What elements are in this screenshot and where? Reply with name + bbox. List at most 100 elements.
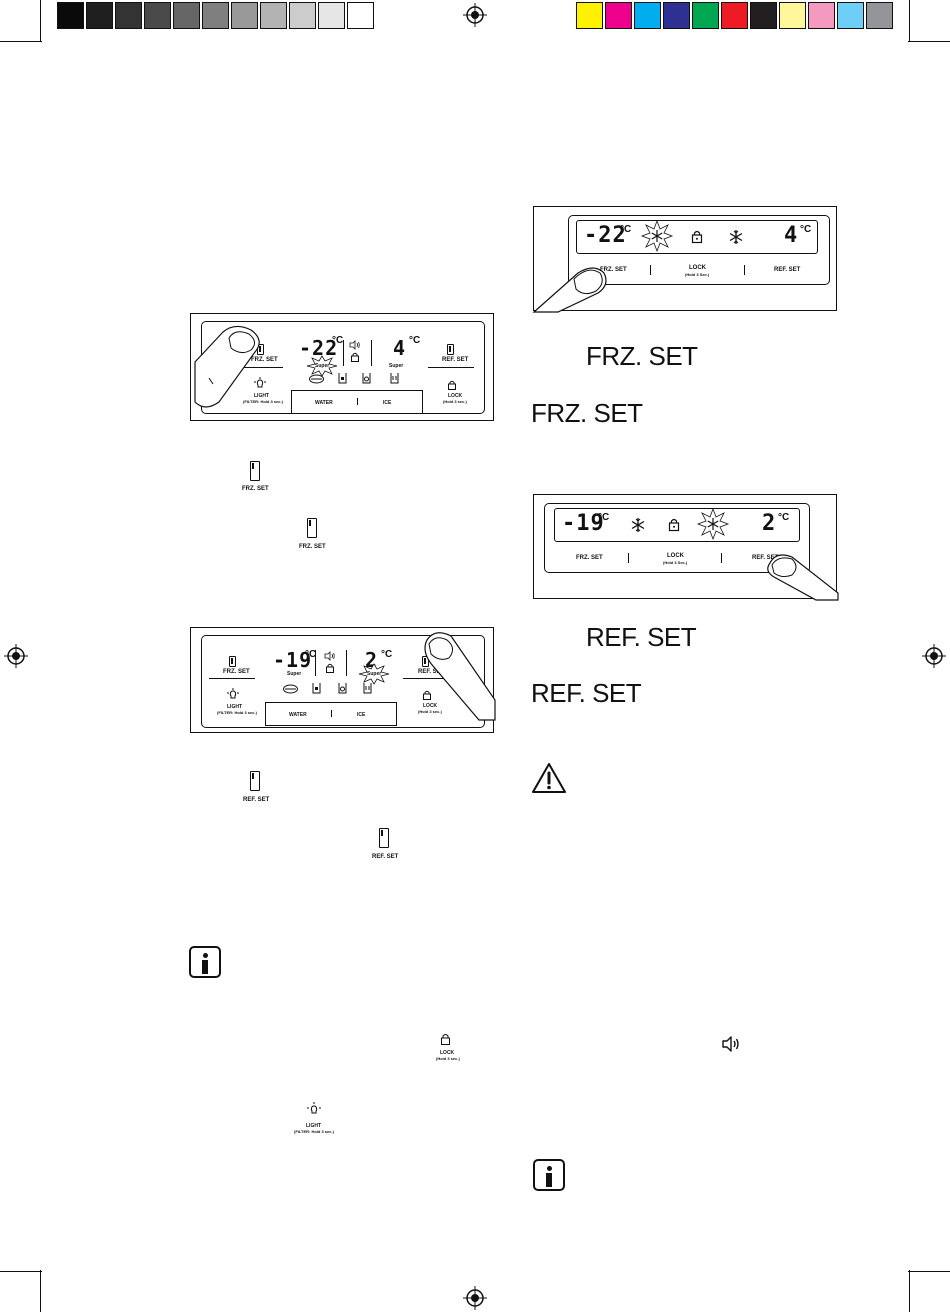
color-swatch	[866, 2, 893, 29]
color-swatch	[605, 2, 632, 29]
light-inline-label: LIGHT	[306, 1123, 321, 1129]
freezer-temp-display: -22	[584, 223, 627, 248]
crushed-ice-icon	[362, 373, 371, 384]
divider	[357, 398, 358, 405]
color-swatch	[115, 2, 142, 29]
freezer-unit: °C	[332, 335, 344, 346]
color-swatch	[318, 2, 345, 29]
super-label-left: Super	[287, 671, 302, 677]
water-label: WATER	[289, 712, 307, 718]
super-label-left: Super	[315, 363, 330, 369]
speaker-icon	[324, 651, 335, 661]
lock-icon	[691, 230, 703, 244]
lock-label: LOCK	[667, 553, 684, 559]
lock-icon	[668, 518, 680, 532]
ice-label: ICE	[383, 400, 392, 406]
dispenser-box	[265, 702, 397, 726]
panel-frame	[568, 215, 830, 285]
cubed-ice-icon	[338, 373, 347, 384]
crop-mark	[0, 41, 42, 42]
lock-label: LOCK	[423, 703, 438, 709]
divider	[331, 710, 332, 717]
crop-mark	[908, 1271, 950, 1272]
ref-set-label: REF. SET	[442, 357, 469, 363]
light-icon	[227, 688, 239, 699]
color-swatch	[347, 2, 374, 29]
snowflake-burst-icon	[696, 507, 730, 541]
ref-set-inline-label: REF. SET	[243, 797, 270, 803]
lock-sub-label: (Hold 3 sec.)	[443, 399, 467, 404]
color-swatch	[576, 2, 603, 29]
lock-label: LOCK	[448, 393, 463, 399]
speaker-icon	[349, 340, 360, 350]
lock-sub-label: (Hold 3 Sec.)	[685, 272, 710, 277]
lock-sub-label: (Hold 3 Sec.)	[663, 560, 688, 565]
light-label: LIGHT	[254, 393, 269, 399]
super-label-right: Super	[367, 671, 382, 677]
display-window	[576, 220, 818, 254]
snowflake-icon	[729, 230, 743, 244]
frz-set-heading: FRZ. SET	[586, 341, 698, 371]
color-swatch	[721, 2, 748, 29]
lock-icon	[423, 690, 431, 700]
color-swatch	[779, 2, 806, 29]
display-window	[554, 508, 800, 542]
registration-mark-icon	[922, 644, 946, 668]
light-sub-label: (FILTER: Hold 3 sec.)	[243, 399, 283, 404]
freezer-temp-display: -19	[273, 648, 313, 672]
ref-set-button-icon	[379, 828, 389, 848]
lock-inline-label: LOCK	[440, 1050, 455, 1056]
ref-set-button-icon	[447, 344, 454, 355]
control-panel-illustration: -19 °C 2 °C FRZ. SET LOCK (Hold 3 Sec.) …	[533, 494, 839, 601]
fridge-temp-display: 4	[784, 223, 799, 248]
ref-set-label: REF. SET	[774, 267, 801, 273]
freezer-temp-display: -19	[562, 511, 605, 536]
light-inline-sub: (FILTER: Hold 3 sec.)	[294, 1129, 334, 1134]
panel-frame	[201, 635, 485, 728]
cubed-ice-icon	[312, 683, 321, 694]
frz-set-button-icon	[250, 461, 260, 481]
water-label: WATER	[315, 400, 333, 406]
divider	[744, 265, 745, 275]
fridge-temp-display: 4	[393, 336, 407, 360]
color-swatch	[289, 2, 316, 29]
freezer-unit: °C	[598, 512, 610, 523]
frz-set-button-icon	[307, 518, 317, 538]
fridge-temp-display: 2	[762, 511, 777, 536]
color-swatch	[86, 2, 113, 29]
finger-illustration	[767, 554, 839, 601]
crop-mark	[909, 1270, 910, 1312]
divider	[315, 650, 316, 676]
color-swatch	[231, 2, 258, 29]
light-sub-label: (FILTER: Hold 3 sec.)	[217, 710, 257, 715]
color-swatch	[808, 2, 835, 29]
ice-maker-icon	[309, 374, 324, 384]
ice-label: ICE	[357, 712, 366, 718]
crop-mark	[908, 41, 950, 42]
color-swatch	[634, 2, 661, 29]
divider	[428, 367, 474, 368]
speaker-icon	[722, 1036, 739, 1052]
divider	[237, 367, 283, 368]
crop-mark	[40, 1270, 41, 1312]
ref-set-label: REF. SET	[418, 669, 445, 675]
finger-illustration	[532, 267, 607, 313]
finger-illustration	[424, 632, 496, 721]
frz-set-button-icon	[229, 656, 236, 667]
control-panel-illustration: -22 °C 4 °C FRZ. SET LOCK (Hold 3 Sec.) …	[532, 206, 837, 313]
color-swatch	[144, 2, 171, 29]
fridge-unit: °C	[409, 335, 421, 346]
registration-mark-icon	[4, 644, 28, 668]
divider	[628, 553, 629, 563]
freezer-unit: °C	[620, 224, 632, 235]
frz-set-inline-label: FRZ. SET	[242, 486, 269, 492]
ref-set-button-icon	[250, 771, 260, 791]
color-swatch	[750, 2, 777, 29]
fridge-unit: °C	[381, 649, 393, 660]
super-label-right: Super	[389, 363, 404, 369]
freezer-unit: °C	[305, 649, 317, 660]
lock-icon	[351, 352, 359, 362]
color-swatch	[57, 2, 84, 29]
divider	[343, 340, 344, 366]
control-panel-illustration: FRZ. SET LIGHT (FILTER: Hold 3 sec.) -19…	[190, 627, 496, 733]
